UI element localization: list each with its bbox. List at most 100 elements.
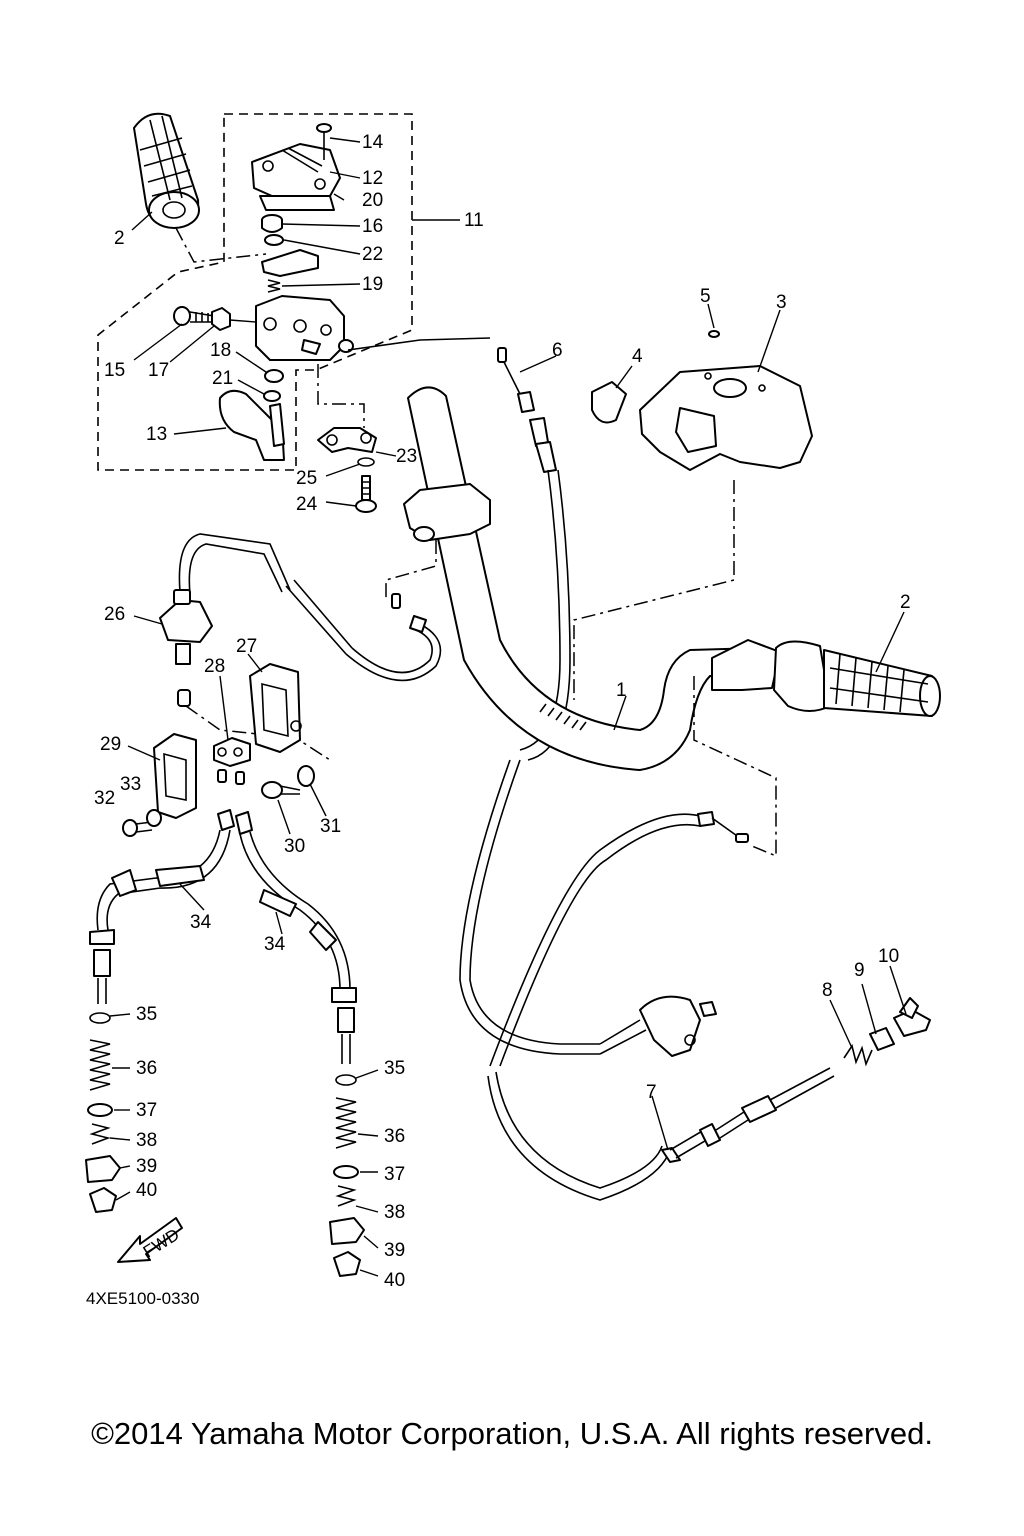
callout-25: 25 [296, 468, 317, 489]
callout-34-left: 34 [190, 912, 212, 933]
callout-11: 11 [464, 210, 484, 231]
callout-6: 6 [552, 340, 563, 361]
spring-8 [843, 1044, 873, 1067]
brake-hose-left-34 [89, 809, 235, 1004]
callout-21: 21 [212, 368, 233, 389]
cable-7 [487, 811, 835, 1201]
washer-22 [264, 234, 284, 246]
pin-small-a [391, 593, 401, 609]
callout-22: 22 [362, 244, 383, 265]
callout-39-left: 39 [136, 1156, 157, 1177]
bolt-24 [355, 475, 377, 513]
callout-labels: 1 2 2 3 4 5 6 7 8 9 10 11 12 13 14 15 16… [94, 132, 911, 1291]
bracket-27 [249, 663, 302, 753]
callout-20: 20 [362, 190, 383, 211]
bolt-15 [173, 306, 215, 326]
callout-2-left: 2 [114, 228, 125, 249]
handlebar-clamp [403, 483, 491, 542]
callout-38-left: 38 [136, 1130, 157, 1151]
callout-14: 14 [362, 132, 384, 153]
callout-32: 32 [94, 788, 115, 809]
switch-lower-housing [255, 295, 354, 361]
washer-21 [263, 390, 281, 402]
screw-14 [316, 123, 332, 160]
lever-guide-line [317, 364, 365, 428]
callout-24: 24 [296, 494, 318, 515]
callout-33: 33 [120, 774, 141, 795]
parts-stack-right [329, 1069, 379, 1277]
callout-36-left: 36 [136, 1058, 157, 1079]
callout-36-right: 36 [384, 1126, 405, 1147]
callout-39-right: 39 [384, 1240, 405, 1261]
grip-guide-right [693, 676, 777, 858]
callout-19: 19 [362, 274, 383, 295]
plate-22 [261, 249, 319, 277]
callout-5: 5 [700, 286, 711, 307]
callout-4: 4 [632, 346, 643, 367]
joint-28 [213, 737, 251, 785]
callout-26: 26 [104, 604, 125, 625]
brake-hose-upper [178, 533, 442, 682]
callout-18: 18 [210, 340, 231, 361]
callout-15: 15 [104, 360, 125, 381]
callout-leaders [131, 137, 460, 507]
adjuster-9 [869, 1027, 895, 1051]
callout-30: 30 [284, 836, 305, 857]
small-part-5 [708, 330, 720, 338]
switch-upper-cover [251, 143, 341, 211]
clamp-23 [317, 427, 377, 453]
right-grip [711, 639, 941, 717]
callout-13: 13 [146, 424, 167, 445]
callout-17: 17 [148, 360, 169, 381]
copyright-notice: ©2014 Yamaha Motor Corporation, U.S.A. A… [91, 1416, 933, 1451]
callout-7: 7 [646, 1082, 657, 1103]
callout-9: 9 [854, 960, 865, 981]
lever-13 [218, 389, 285, 461]
grip-guide-line [175, 227, 267, 263]
left-grip [133, 112, 200, 229]
washer-18 [264, 369, 284, 383]
bolt-30 [261, 781, 301, 799]
callout-38-right: 38 [384, 1202, 405, 1223]
spring-19 [267, 279, 281, 293]
callout-37-left: 37 [136, 1100, 157, 1121]
diagram-part-code: 4XE5100-0330 [86, 1289, 199, 1308]
callout-37-right: 37 [384, 1164, 405, 1185]
callout-31: 31 [320, 816, 341, 837]
callout-23: 23 [396, 446, 417, 467]
callout-1: 1 [616, 680, 627, 701]
bolt-32 [122, 819, 153, 837]
parts-stack-left [85, 1012, 131, 1213]
callout-2-right: 2 [900, 592, 911, 613]
wing-nut-10 [893, 997, 931, 1037]
cap-4 [591, 381, 627, 424]
callout-12: 12 [362, 168, 383, 189]
callout-40-right: 40 [384, 1270, 405, 1291]
throttle-housing-fitting [639, 995, 717, 1057]
collar-16 [261, 214, 283, 233]
throttle-cover-3 [639, 365, 813, 471]
callout-40-left: 40 [136, 1180, 157, 1201]
callout-34-right: 34 [264, 934, 286, 955]
switch-guide-line [185, 705, 331, 761]
callout-27: 27 [236, 636, 257, 657]
callout-35-right: 35 [384, 1058, 405, 1079]
callout-28: 28 [204, 656, 225, 677]
callout-16: 16 [362, 216, 383, 237]
washer-33 [146, 809, 162, 827]
washer-31 [297, 765, 315, 787]
cover-guide-line [573, 480, 735, 700]
callout-3: 3 [776, 292, 787, 313]
callout-35-left: 35 [136, 1004, 157, 1025]
washer-25 [357, 457, 375, 467]
brake-switch-26 [159, 589, 213, 707]
plate-29 [153, 733, 197, 819]
assembly-11-boundary [97, 113, 413, 471]
callout-10: 10 [878, 946, 899, 967]
handlebar-1 [407, 386, 761, 771]
callout-8: 8 [822, 980, 833, 1001]
callout-29: 29 [100, 734, 121, 755]
fwd-arrow-icon: FWD [117, 1217, 183, 1263]
clamp-guide-line [385, 540, 437, 600]
